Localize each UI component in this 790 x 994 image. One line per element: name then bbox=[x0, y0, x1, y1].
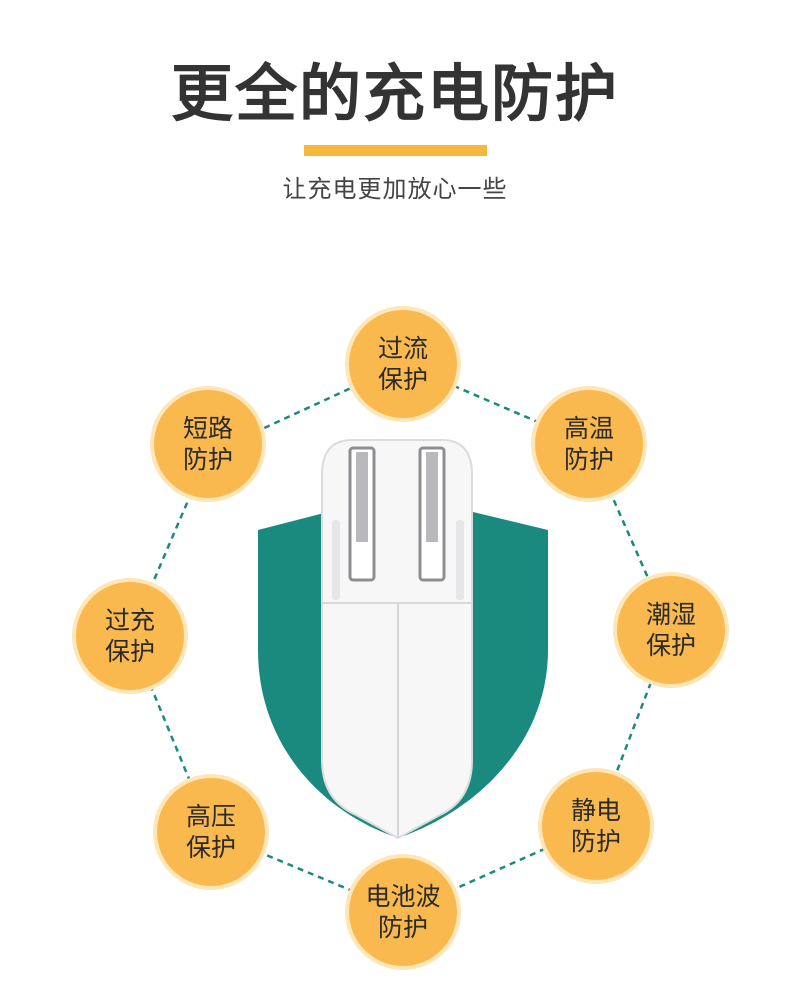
badge-label: 电池波 bbox=[365, 882, 441, 911]
badge-battery-wave: 电池波 防护 bbox=[349, 858, 457, 966]
badge-label: 过流 bbox=[377, 334, 428, 363]
title-underline bbox=[304, 145, 487, 156]
badge-label: 防护 bbox=[182, 445, 233, 474]
badge-high-temperature: 高温 防护 bbox=[535, 390, 643, 498]
badge-overcurrent: 过流 保护 bbox=[349, 310, 457, 418]
badge-overcharge: 过充 保护 bbox=[76, 582, 184, 690]
badge-label: 静电 bbox=[570, 796, 621, 825]
badge-label: 过充 bbox=[104, 606, 155, 635]
badge-label: 保护 bbox=[104, 637, 155, 666]
badge-label: 防护 bbox=[563, 445, 614, 474]
badge-label: 防护 bbox=[570, 827, 621, 856]
badge-label: 保护 bbox=[185, 833, 236, 862]
badge-label: 高温 bbox=[563, 414, 614, 443]
charger-icon bbox=[321, 439, 473, 840]
page-subtitle: 让充电更加放心一些 bbox=[282, 175, 508, 203]
badge-label: 保护 bbox=[645, 631, 696, 660]
badge-humidity: 潮湿 保护 bbox=[617, 576, 725, 684]
badge-static: 静电 防护 bbox=[542, 772, 650, 880]
badge-label: 短路 bbox=[182, 414, 233, 443]
badge-label: 潮湿 bbox=[645, 600, 696, 629]
page-title: 更全的充电防护 bbox=[170, 57, 619, 130]
badge-high-voltage: 高压 保护 bbox=[157, 778, 265, 886]
badge-label: 高压 bbox=[185, 802, 236, 831]
badge-label: 防护 bbox=[377, 913, 428, 942]
badge-short-circuit: 短路 防护 bbox=[154, 390, 262, 498]
badge-label: 保护 bbox=[377, 365, 428, 394]
